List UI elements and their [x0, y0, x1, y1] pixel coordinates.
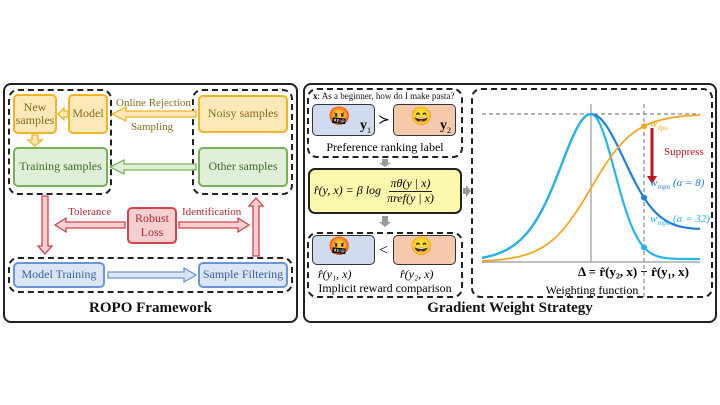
comparison-relation: <	[379, 242, 389, 259]
online-rejection-label: Online Rejection	[116, 97, 191, 109]
arrow-down-2	[379, 216, 391, 227]
w-dpo-label: wdpo	[650, 118, 668, 133]
model-box: Model	[68, 94, 108, 134]
data-group	[192, 89, 293, 195]
comparison-emoji-happy: 😄	[410, 236, 433, 256]
identification-label: Identification	[182, 206, 242, 218]
preference-caption: Preference ranking label	[326, 140, 444, 154]
comparison-y1-bubble	[312, 235, 375, 265]
weighting-group	[471, 88, 713, 298]
arrow-down-1	[379, 159, 391, 167]
ropo-framework-panel	[3, 83, 298, 323]
comparison-caption: Implicit reward comparison	[318, 281, 452, 295]
arrow-other-to-training	[108, 158, 197, 176]
weighting-caption: Weighting function	[545, 283, 639, 297]
comparison-emoji-angry: 🤬	[328, 236, 351, 256]
arrow-identification	[178, 216, 251, 234]
model-training-box: Model Training	[13, 262, 105, 288]
ropo8-point	[641, 194, 647, 201]
suppress-arrow-head	[647, 176, 657, 184]
training-samples-box: Training samples	[13, 147, 108, 187]
formula-fraction: πθ(y | x) πref(y | x)	[387, 176, 434, 205]
arrow-tolerance	[53, 216, 126, 234]
comparison-group	[307, 232, 463, 298]
response-y1-bubble	[312, 104, 375, 136]
preference-relation: ≻	[378, 113, 390, 128]
noisy-samples-box: Noisy samples	[198, 95, 288, 133]
sampling-label: Sampling	[131, 121, 174, 133]
w-ropo32-label: wropo (α = 32)	[650, 213, 710, 228]
model-group	[8, 89, 112, 195]
gradient-weight-panel	[303, 83, 717, 323]
dpo-curve	[481, 114, 701, 262]
prompt-text: x: As a beginner, how do I make pasta?	[313, 91, 455, 101]
dpo-point	[641, 123, 647, 130]
emoji-happy: 😄	[410, 106, 433, 126]
reward-y2: r̂(y₂, x)	[400, 267, 434, 281]
ropo-framework-title: ROPO Framework	[89, 300, 212, 316]
ropo8-curve-shade	[481, 113, 595, 259]
emoji-angry: 🤬	[328, 106, 351, 126]
w-ropo8-label: wropo (α = 8)	[650, 177, 705, 192]
arrow-new-to-training	[26, 134, 44, 147]
y2-label: y2	[440, 118, 451, 135]
formula-lhs: r̂(y, x) = β log	[314, 183, 382, 198]
x-axis-label: Δ = r̂(y₂, x) − r̂(y₁, x)	[578, 264, 689, 279]
comparison-y2-bubble	[393, 235, 456, 265]
response-y2-bubble	[393, 104, 456, 136]
preference-group	[307, 88, 463, 158]
y1-label: y1	[360, 118, 371, 135]
reward-y1: r̂(y₁, x)	[318, 267, 352, 281]
gradient-weight-title: Gradient Weight Strategy	[427, 300, 593, 316]
robust-loss-box: Robust Loss	[127, 207, 177, 244]
reward-formula-box: r̂(y, x) = β log πθ(y | x) πref(y | x)	[308, 168, 462, 214]
arrow-filtering-to-other	[247, 197, 265, 257]
ropo32-point	[641, 244, 647, 251]
tolerance-label: Tolerance	[68, 206, 112, 218]
arrow-training-to-filtering	[107, 266, 198, 284]
arrow-model-to-new	[57, 106, 69, 122]
arrow-right	[463, 185, 471, 197]
sample-filtering-box: Sample Filtering	[198, 262, 288, 288]
other-samples-box: Other samples	[198, 147, 288, 187]
suppress-label: Suppress	[664, 146, 704, 158]
training-loop-group	[8, 257, 293, 293]
arrow-noisy-to-model	[110, 105, 197, 123]
arrow-training-to-model-training	[36, 195, 54, 255]
new-samples-box: New samples	[13, 94, 57, 134]
